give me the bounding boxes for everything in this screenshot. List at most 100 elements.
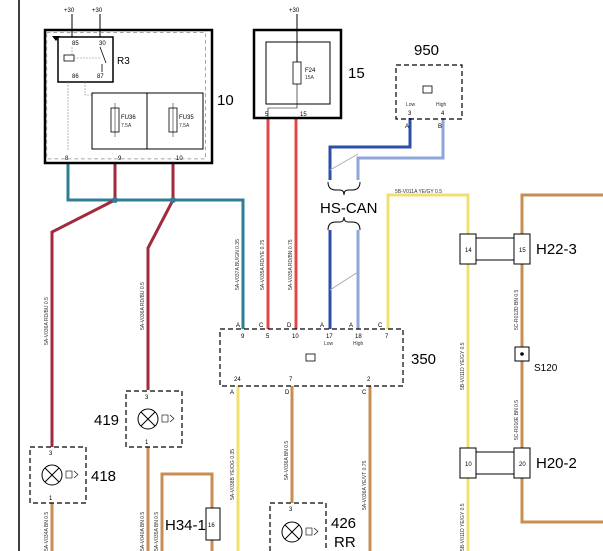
module-pin: 9	[118, 156, 122, 162]
junction-dot	[112, 197, 118, 203]
fuse-rating: 15A	[305, 75, 315, 81]
module-pin: 4	[441, 111, 445, 117]
dimmer-icon	[65, 470, 73, 479]
fuse-rating: 7.5A	[121, 123, 132, 129]
hs-can-label-group: HS-CAN	[320, 181, 378, 231]
connector-h34: 16 H34-1	[165, 507, 221, 541]
lamp-426: 3 426 RR	[269, 502, 356, 551]
pin-letter: D	[287, 323, 292, 329]
pin-sub-label: Low	[324, 341, 334, 347]
wire-label: 5A-V040A BN 0.5	[140, 512, 146, 551]
wire-label: 5A-V036A BN 0.5	[284, 441, 290, 480]
lamp-pin: 3	[49, 451, 53, 457]
module-pin: A	[405, 124, 409, 130]
wire-yellow-350-7	[386, 193, 470, 333]
wire-label: 5A-V035A RD/YE 0.75	[260, 239, 266, 290]
wire-orange-h20-bottom	[520, 478, 603, 524]
wire-can-high-top	[356, 118, 445, 180]
module-pin: B	[438, 124, 442, 130]
supply-label: +30	[92, 8, 103, 14]
wire-red-419	[146, 163, 175, 390]
module-15: F24 15A 5 15 15	[252, 28, 365, 120]
fuse-fu36: FU36 7.5A	[110, 103, 136, 137]
relay-r3: 85 30 86 87 R3	[57, 36, 130, 83]
wire-label: 5A-V035A BN 0.5	[154, 512, 160, 551]
module-pin: 3	[408, 111, 412, 117]
lamp-icon	[281, 521, 303, 543]
hs-can-label: HS-CAN	[320, 200, 378, 217]
pin-letter: A	[230, 390, 234, 396]
module-icon	[305, 353, 316, 362]
connector-pin: 15	[519, 248, 526, 254]
pin-sub-label: High	[353, 341, 364, 347]
fuse-label: F24	[305, 68, 316, 74]
lamp-icon	[137, 408, 159, 430]
supply-label: +30	[64, 8, 75, 14]
wire-label: 5B-V011D YE/GY 0.5	[460, 503, 466, 551]
pin-number: 17	[326, 334, 333, 340]
wire-red-418	[50, 163, 117, 448]
fuse-rating: 7.5A	[179, 123, 190, 129]
module-pin: 10	[176, 156, 183, 162]
pin-letter: D	[285, 390, 290, 396]
wire-label: 5B-V011D YE/GY 0.5	[460, 342, 466, 390]
lamp-label: 418	[91, 468, 116, 485]
dimmer-icon	[161, 414, 169, 423]
wire-label: 5C-R012D BN 0.5	[514, 289, 520, 330]
connector-label: H34-1	[165, 517, 206, 534]
pin-number: 24	[234, 377, 241, 383]
pin-number: 18	[355, 334, 362, 340]
wire-label: 5A-V037A BU/GN 0.35	[235, 239, 241, 290]
wire-label: 5A-V034A BN 0.5	[44, 512, 50, 551]
module-label: 350	[411, 351, 436, 368]
splice-label: S120	[534, 363, 558, 374]
lamp-419: 3 1 419	[94, 390, 183, 448]
pin-number: 2	[367, 377, 371, 383]
lamp-label: 426	[331, 515, 356, 532]
dimmer-icon	[305, 527, 313, 536]
lamp-pin: 1	[145, 440, 149, 446]
wire-label: 5A-V036A YE/VT 0.75	[362, 460, 368, 510]
lamp-label: 419	[94, 412, 119, 429]
module-label: 15	[348, 65, 365, 82]
pin-number: 10	[292, 334, 299, 340]
lamp-pin: 3	[145, 395, 149, 401]
fuse-fu35: FU35 7.5A	[168, 103, 194, 137]
wire-orange-h22-top	[520, 193, 603, 236]
wire-can-twist-top	[329, 153, 359, 171]
wire-label: 5A-V035A RD/BN 0.75	[288, 239, 294, 290]
pin-number: 5	[266, 334, 270, 340]
supply-labels: +30 +30 +30	[64, 8, 300, 14]
lamp-418: 3 1 418	[29, 446, 116, 504]
pin-number: 7	[385, 334, 389, 340]
wire-label: 5B-V011A YE/GY 0.5	[395, 189, 442, 195]
module-label: 950	[414, 42, 439, 59]
connector-pin: 10	[465, 462, 472, 468]
fuse-label: FU36	[121, 115, 136, 121]
supply-label: +30	[289, 8, 300, 14]
wire-can-low-top	[328, 118, 412, 180]
module-pin: 5	[265, 112, 269, 118]
lamp-pin: 1	[49, 496, 53, 502]
connector-h22: 14 15 H22-3	[459, 233, 577, 265]
connector-pin: 14	[465, 248, 472, 254]
connector-label: H20-2	[536, 455, 577, 472]
wire-orange-h34	[160, 472, 214, 551]
pin-number: 9	[241, 334, 245, 340]
junction-dot	[170, 197, 176, 203]
splice-s120: S120	[514, 346, 558, 374]
module-950: Low High 3 4 A B 950	[395, 42, 463, 130]
wire-label: 5C-R016E BN 0.5	[514, 400, 520, 440]
wire-teal	[66, 163, 245, 333]
module-pin: 8	[65, 156, 69, 162]
lamp-sub-label: RR	[334, 534, 356, 551]
pin-letter: A	[236, 323, 240, 329]
lamp-icon	[41, 464, 63, 486]
pin-letter: A	[320, 323, 324, 329]
pin-letter: C	[259, 323, 264, 329]
pin-letter: C	[362, 390, 367, 396]
pin-sub-label: Low	[406, 102, 416, 108]
relay-pin: 87	[97, 74, 104, 80]
module-icon	[422, 85, 433, 94]
